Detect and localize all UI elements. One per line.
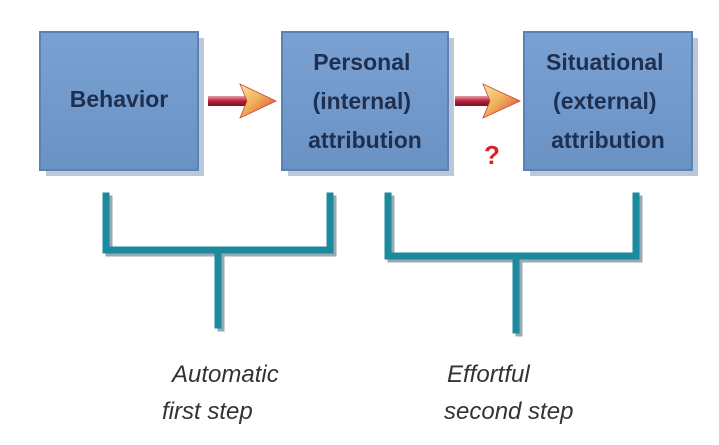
behavior-box: Behavior — [39, 31, 204, 176]
caption-effortful-line-1: Effortful — [447, 361, 530, 388]
caption-automatic-line-1: Automatic — [170, 361, 279, 388]
question-mark: ? — [484, 140, 500, 170]
situational-attribution-box: Situational (external) attribution — [523, 31, 698, 176]
bracket-automatic — [102, 192, 337, 332]
situational-box-line-1: Situational — [546, 49, 664, 75]
bracket-effortful — [384, 192, 643, 337]
svg-text:Personal (internal): Personal (internal) attribution — [308, 49, 422, 153]
caption-automatic: Automatic first step — [162, 361, 285, 425]
situational-box-line-2: (external) — [553, 88, 657, 114]
personal-attribution-box: Personal (internal) attribution — [281, 31, 454, 176]
arrow-behavior-to-personal — [208, 83, 277, 119]
arrow-personal-to-situational — [455, 83, 521, 119]
situational-box-line-3: attribution — [551, 127, 665, 153]
svg-text:Behavior: Behavior — [70, 86, 168, 112]
personal-box-line-2: (internal) — [313, 88, 411, 114]
behavior-box-label: Behavior — [70, 86, 168, 112]
caption-effortful: Effortful second step — [444, 361, 573, 425]
personal-box-line-3: attribution — [308, 127, 422, 153]
svg-text:Situational (external): Situational (external) attribution — [546, 49, 670, 153]
caption-automatic-line-2: first step — [162, 398, 253, 425]
personal-box-line-1: Personal — [313, 49, 410, 75]
caption-effortful-line-2: second step — [444, 398, 573, 425]
